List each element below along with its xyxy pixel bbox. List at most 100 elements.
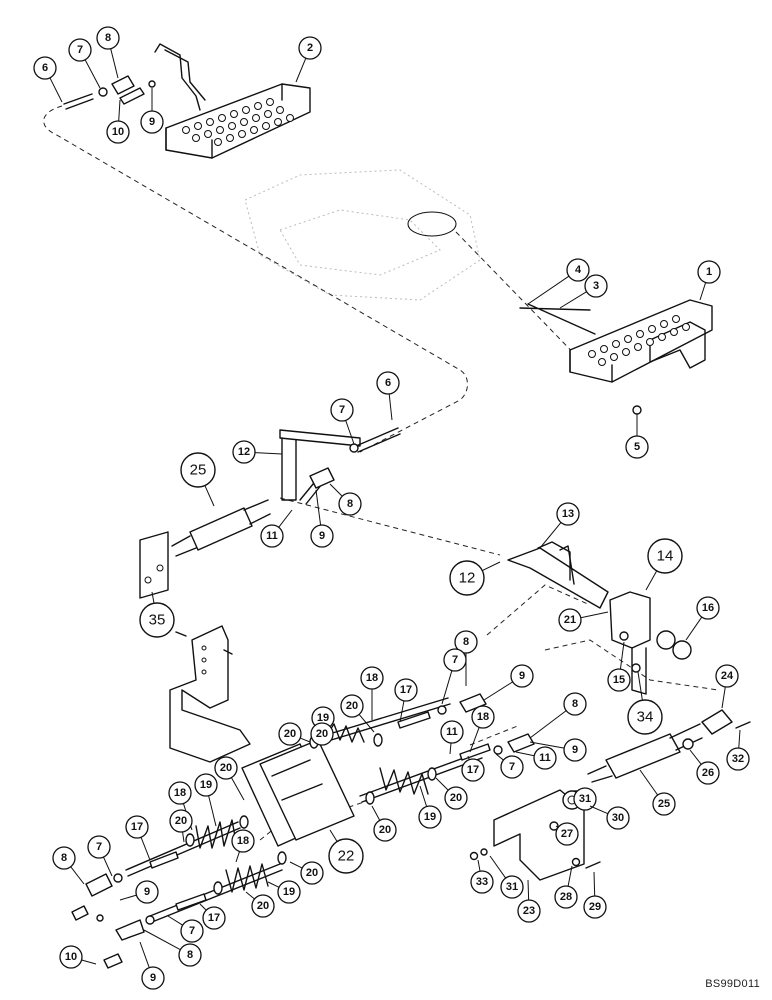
callout-leader	[140, 837, 151, 861]
callout-circle	[194, 773, 218, 797]
callout-circle	[627, 699, 663, 735]
callout-leader	[619, 641, 625, 670]
callout-circle	[59, 945, 83, 969]
callout-23: 23	[517, 879, 541, 923]
callout-label: 30	[612, 812, 624, 824]
callout-circle	[510, 664, 534, 688]
callout-leader	[482, 561, 501, 572]
callout-circle	[558, 608, 582, 632]
callout-9: 9	[140, 88, 164, 134]
callout-circle	[180, 919, 204, 943]
callout-label: 17	[400, 684, 412, 696]
right-linkage	[507, 541, 692, 695]
callout-circle	[573, 787, 597, 811]
callout-label: 20	[257, 900, 269, 912]
callout-20: 20	[371, 805, 397, 842]
callout-circle	[140, 110, 164, 134]
callout-circle	[563, 692, 587, 716]
callout-11: 11	[260, 509, 293, 548]
assembly-lines	[43, 105, 719, 841]
callout-leader	[527, 879, 530, 901]
callout-circle	[260, 524, 284, 548]
callout-leader	[289, 861, 303, 869]
callout-circle	[418, 805, 442, 829]
callout-18: 18	[231, 829, 255, 863]
callout-leader	[639, 769, 659, 796]
callout-label: 29	[589, 901, 601, 913]
callout-leader	[208, 795, 217, 827]
callout-circle	[726, 747, 750, 771]
callout-leader	[441, 670, 453, 705]
callout-leader	[637, 671, 643, 701]
callout-leader	[449, 742, 452, 755]
callout-label: 24	[721, 670, 734, 682]
callout-circle	[449, 560, 485, 596]
callout-circle	[33, 56, 57, 80]
callout-leader	[477, 859, 481, 872]
callout-label: 7	[189, 925, 195, 937]
callout-label: 20	[316, 728, 328, 740]
callout-leader	[329, 829, 338, 842]
callout-leader	[182, 831, 185, 843]
callout-leader	[593, 871, 596, 897]
callout-label: 4	[575, 264, 582, 276]
callout-leader	[329, 483, 343, 497]
callout-leader	[315, 489, 322, 526]
callout-6: 6	[33, 56, 63, 103]
callout-circle	[96, 26, 120, 50]
step-plate-upper	[154, 43, 311, 159]
callout-circle	[340, 694, 364, 718]
callout-10: 10	[106, 99, 130, 144]
callout-circle	[470, 870, 494, 894]
callout-label: 9	[149, 116, 155, 128]
callout-34: 34	[627, 671, 663, 735]
callout-circle	[68, 38, 92, 62]
callout-label: 8	[187, 949, 193, 961]
callout-leader	[84, 59, 101, 89]
callout-leader	[645, 570, 658, 591]
callout-label: 34	[637, 709, 654, 726]
callout-21: 21	[558, 608, 609, 632]
callout-12: 12	[449, 560, 501, 596]
callout-label: 7	[96, 841, 102, 853]
callout-label: 21	[564, 614, 576, 626]
callout-5: 5	[625, 414, 649, 459]
callout-22: 22	[328, 829, 364, 874]
callout-circle	[555, 822, 579, 846]
callout-leader	[139, 941, 150, 968]
callout-circle	[533, 746, 557, 770]
callout-leader	[435, 777, 449, 791]
callout-leader	[49, 77, 63, 103]
callout-7: 7	[87, 835, 113, 877]
callout-25: 25	[180, 452, 216, 507]
callout-label: 8	[61, 852, 67, 864]
callout-circle	[373, 818, 397, 842]
callout-leader	[254, 452, 283, 455]
callout-circle	[178, 943, 202, 967]
callout-leader	[204, 485, 215, 507]
callout-label: 20	[175, 815, 187, 827]
callout-circle	[202, 906, 226, 930]
callout-label: 19	[283, 886, 295, 898]
callout-label: 14	[657, 548, 674, 565]
callout-11: 11	[440, 720, 464, 755]
callout-label: 22	[338, 848, 355, 865]
callout-27: 27	[555, 822, 579, 846]
callout-20: 20	[340, 694, 375, 733]
cylinder-upper	[139, 499, 271, 599]
callout-leader	[300, 737, 311, 743]
callout-circle	[52, 846, 76, 870]
cylinder-lower	[469, 709, 751, 881]
callout-label: 11	[446, 726, 458, 738]
callout-label: 9	[144, 886, 150, 898]
callout-10: 10	[59, 945, 97, 969]
callout-circle	[87, 835, 111, 859]
callout-9: 9	[310, 489, 334, 548]
callout-leader	[295, 57, 307, 83]
callout-19: 19	[418, 785, 442, 829]
callout-31: 31	[573, 787, 597, 811]
callout-17: 17	[199, 903, 226, 930]
callout-circle	[461, 758, 485, 782]
callout-9: 9	[483, 664, 534, 701]
callout-label: 31	[579, 793, 591, 805]
